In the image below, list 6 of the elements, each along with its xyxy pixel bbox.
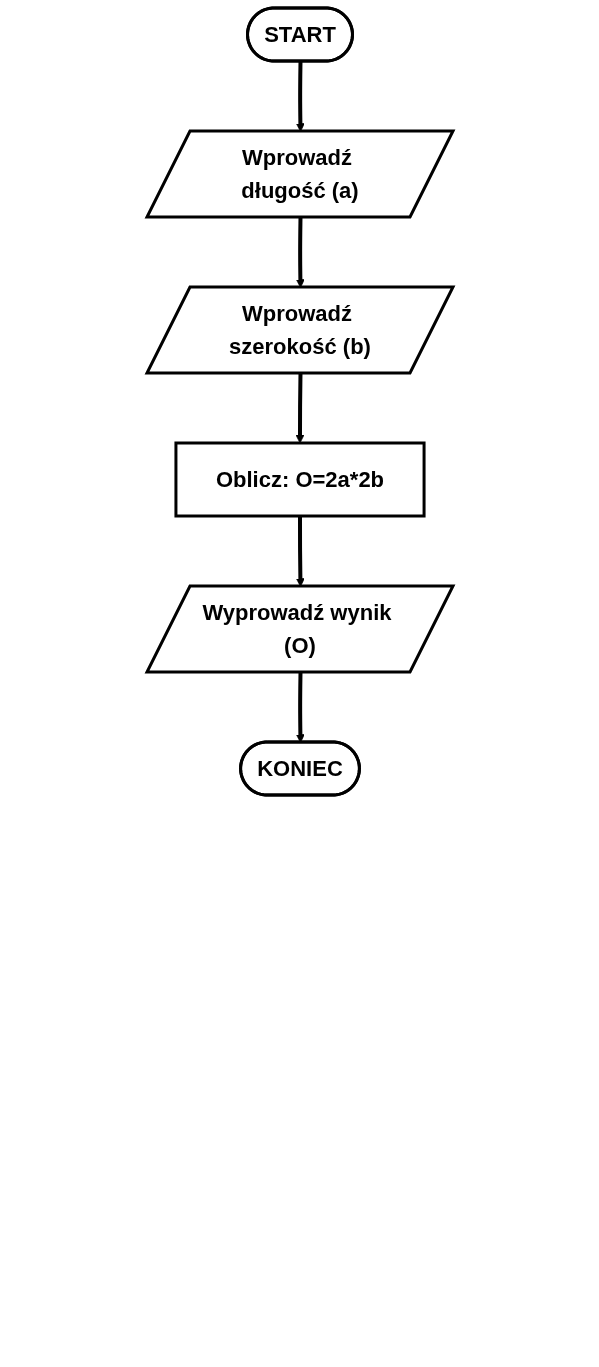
arrow xyxy=(295,373,304,444)
arrow xyxy=(295,516,305,587)
arrow xyxy=(295,217,305,288)
node-box: Oblicz: O=2a*2b xyxy=(173,441,426,518)
arrow xyxy=(295,61,305,132)
arrow xyxy=(295,672,305,743)
